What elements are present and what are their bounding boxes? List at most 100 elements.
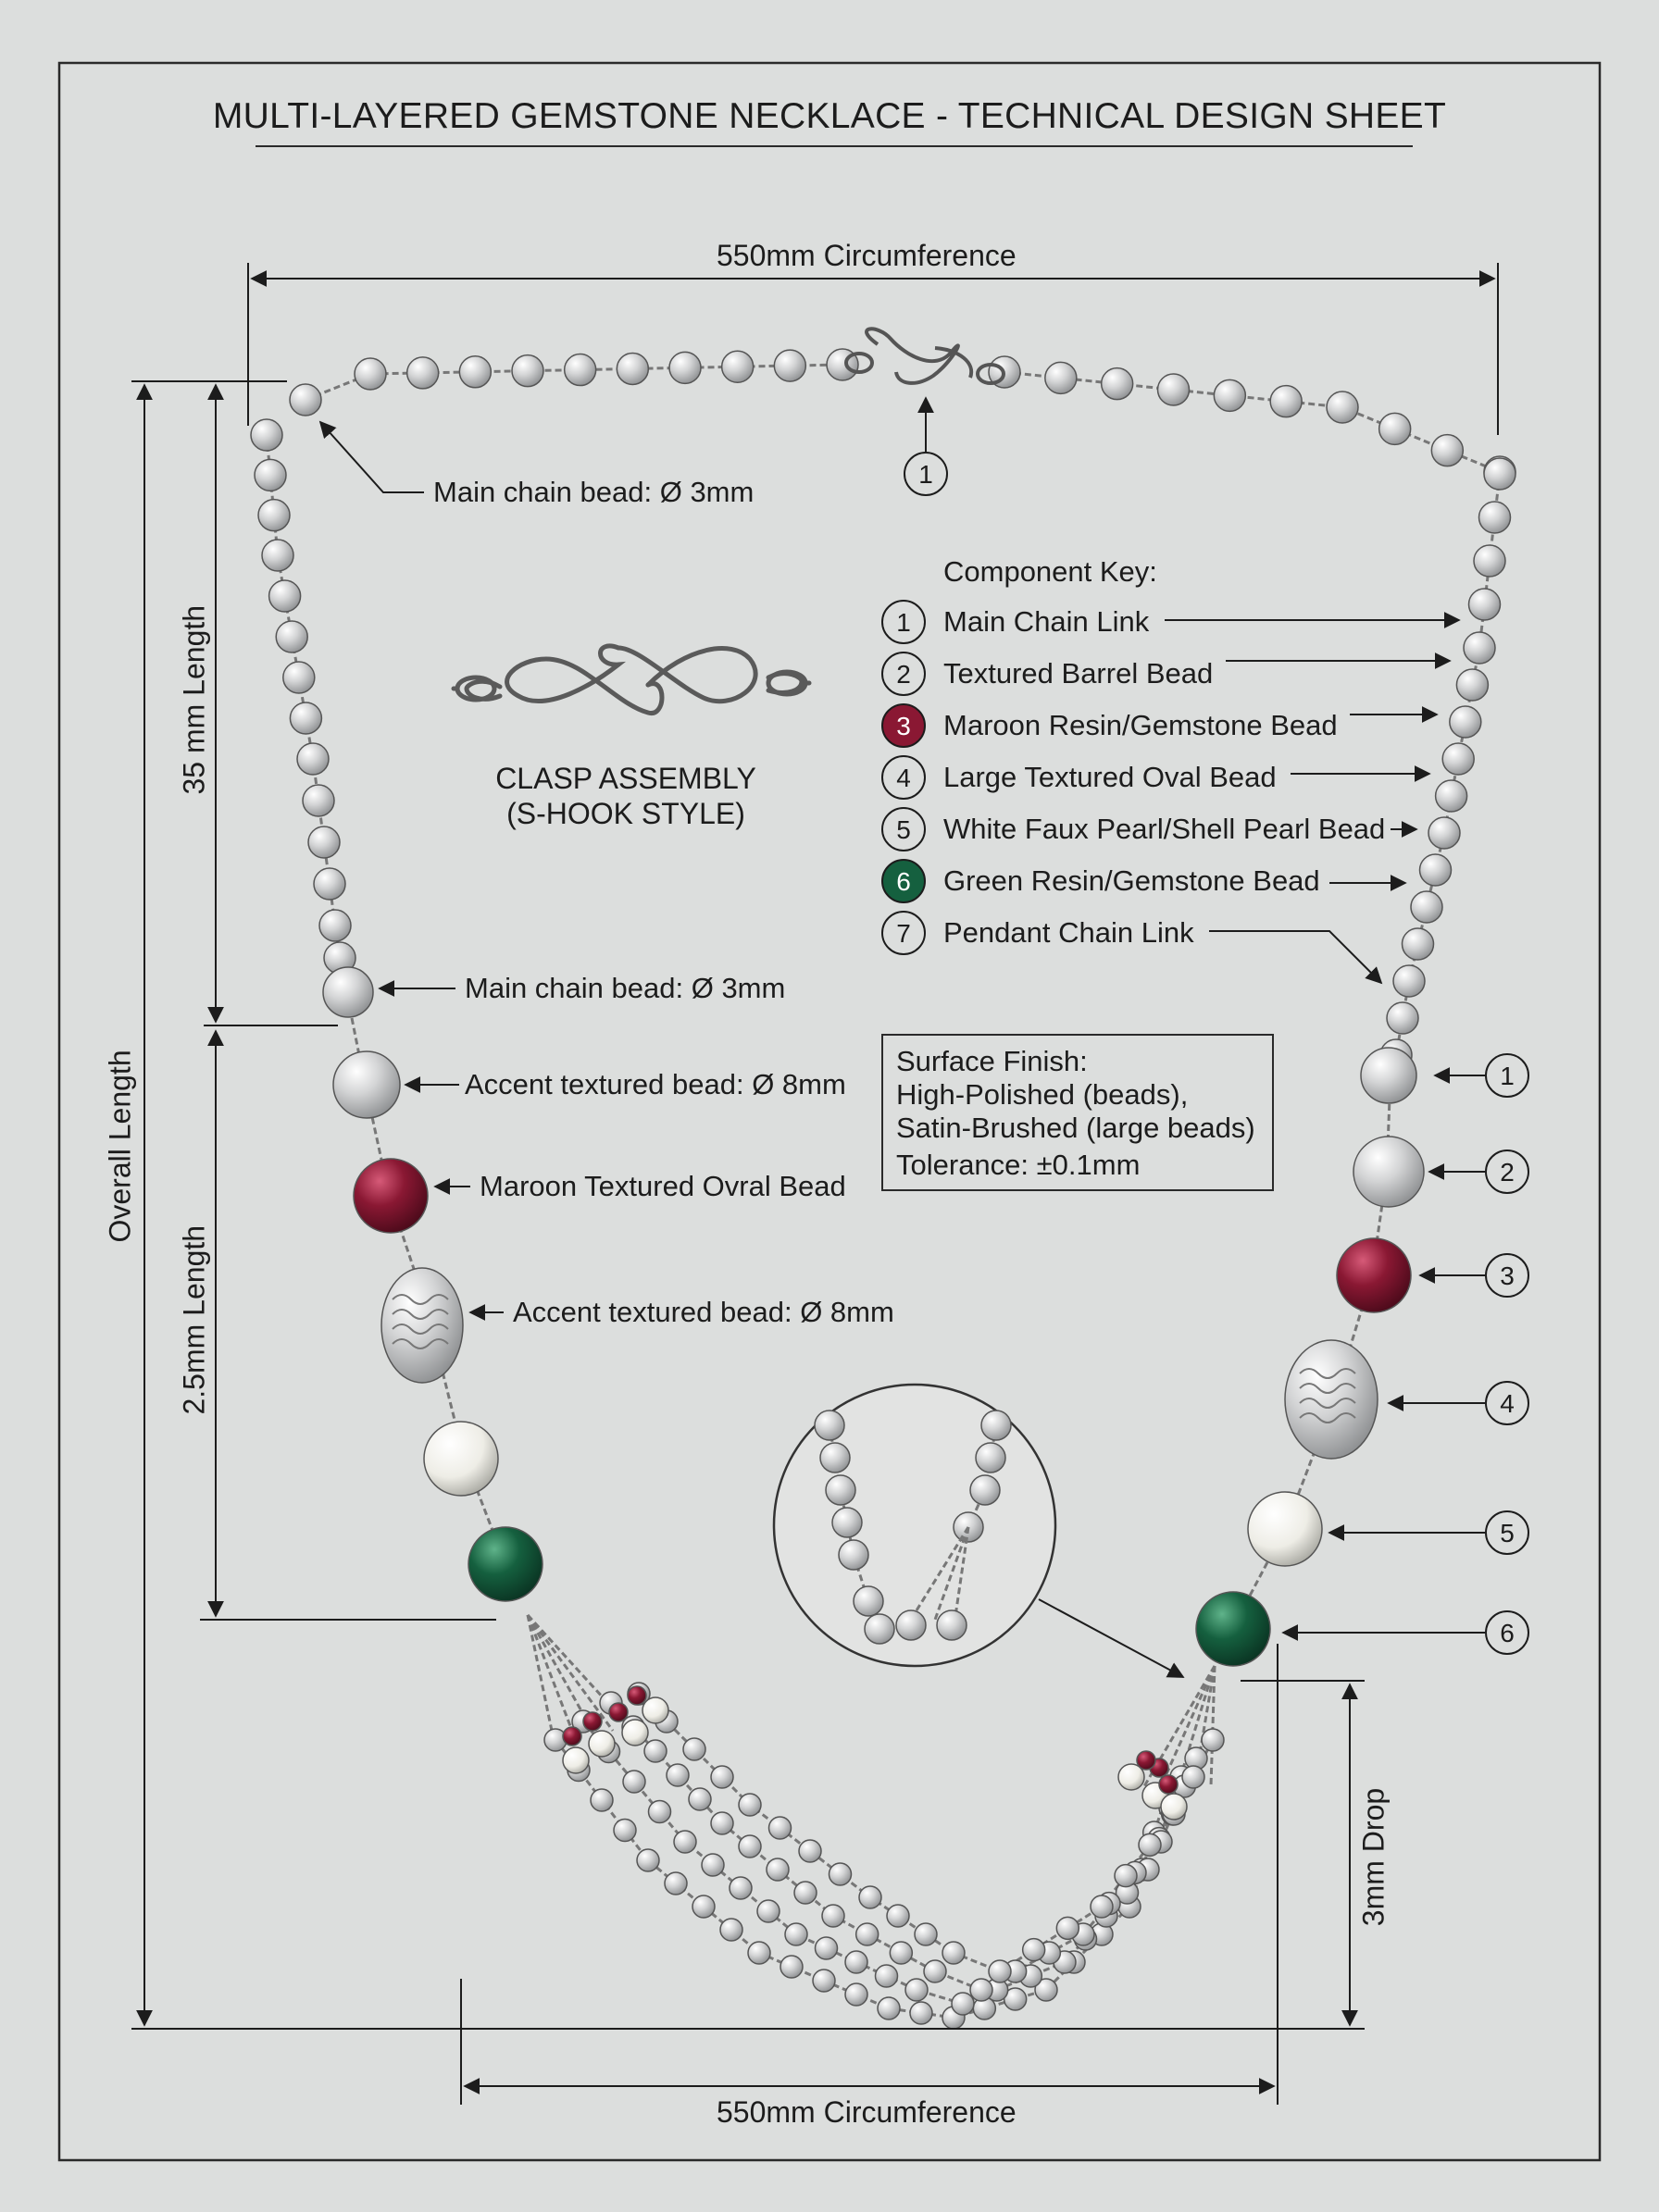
silver-bead <box>904 1978 929 2002</box>
chain-link <box>526 1614 594 1732</box>
side-marker-2: 2 <box>1485 1149 1529 1194</box>
silver-bead <box>1100 367 1134 401</box>
silver-bead <box>1434 779 1468 813</box>
upper-length-label: 35 mm Length <box>177 604 211 795</box>
silver-bead <box>864 1613 895 1645</box>
silver-bead <box>1181 1765 1205 1789</box>
clasp-marker: 1 <box>904 452 948 496</box>
silver-bead <box>664 1871 688 1895</box>
silver-bead <box>1138 1833 1162 1858</box>
silver-bead <box>1090 1895 1114 1919</box>
chain-link <box>933 1526 970 1621</box>
silver-bead <box>302 784 335 817</box>
callout-maroon-bead: Maroon Textured Ovral Bead <box>480 1170 846 1202</box>
silver-bead <box>988 1959 1012 1983</box>
silver-bead <box>844 1950 868 1974</box>
bead-texture <box>392 1323 449 1335</box>
silver-bead <box>405 356 440 390</box>
key-item-2-label: Textured Barrel Bead <box>943 657 1214 690</box>
key-item-7-label: Pendant Chain Link <box>943 916 1194 949</box>
silver-bead <box>563 353 597 387</box>
silver-bead <box>1463 631 1496 665</box>
silver-bead <box>825 1474 856 1506</box>
clasp-caption-line2: (S-HOOK STYLE) <box>506 797 745 830</box>
key-item-5-marker: 5 <box>881 807 926 851</box>
number-circle <box>881 652 926 696</box>
silver-bead <box>767 1816 792 1840</box>
silver-bead <box>909 2001 933 2025</box>
chain-link <box>526 1614 574 1732</box>
chain-link <box>1209 1665 1216 1787</box>
silver-bead <box>780 1955 804 1979</box>
surface-finish-box: Surface Finish: High-Polished (beads), S… <box>881 1034 1274 1191</box>
silver-bead <box>666 1763 690 1787</box>
surface-finish-line4: Tolerance: ±0.1mm <box>896 1149 1141 1181</box>
clasp-caption-line1: CLASP ASSEMBLY <box>495 762 756 795</box>
side-marker-1: 1 <box>1485 1053 1529 1098</box>
silver-bead <box>318 909 352 942</box>
number-circle <box>881 755 926 800</box>
silver-bead <box>647 1799 672 1824</box>
silver-bead <box>1473 544 1506 578</box>
silver-bead <box>1455 668 1490 702</box>
chain-link <box>1004 370 1501 474</box>
maroon-bead <box>1136 1750 1156 1771</box>
component-key-heading: Component Key: <box>943 555 1157 588</box>
top-circumference-label: 550mm Circumference <box>717 239 1017 272</box>
pearl-bead <box>642 1696 669 1724</box>
chain-link <box>915 1526 970 1611</box>
silver-bead <box>458 355 493 389</box>
number-circle <box>881 703 926 748</box>
chain-layer <box>265 363 1502 2019</box>
number-label: 1 <box>918 460 933 489</box>
silver-bead <box>784 1922 808 1946</box>
silver-bead <box>798 1839 822 1863</box>
silver-bead <box>969 1474 1001 1506</box>
number-label: 1 <box>1500 1062 1515 1090</box>
side-marker-6: 6 <box>1485 1610 1529 1655</box>
silver-bead <box>756 1899 780 1923</box>
silver-bead <box>1360 1047 1417 1104</box>
key-item-3-label: Maroon Resin/Gemstone Bead <box>943 709 1338 741</box>
pearl-bead <box>1247 1491 1323 1567</box>
callout-leaders <box>318 396 1485 1641</box>
silver-bead <box>814 1410 845 1441</box>
silver-bead <box>688 1787 712 1811</box>
key-item-5-label: White Faux Pearl/Shell Pearl Bead <box>943 813 1386 845</box>
silver-bead <box>1353 1136 1425 1208</box>
silver-bead <box>322 966 374 1018</box>
silver-bead <box>616 352 650 386</box>
silver-bead <box>858 1885 882 1909</box>
silver-bead <box>613 1818 637 1843</box>
silver-bead <box>1483 457 1516 491</box>
chain-link <box>305 363 843 402</box>
number-circle <box>904 452 948 496</box>
silver-bead <box>275 620 308 653</box>
silver-bead <box>1428 816 1461 850</box>
silver-bead <box>838 1539 869 1571</box>
chain-link <box>526 1614 615 1732</box>
silver-bead <box>673 1830 697 1854</box>
number-label: 3 <box>1500 1261 1515 1290</box>
silver-bead <box>354 357 387 391</box>
silver-bead <box>289 383 322 416</box>
silver-bead <box>1478 501 1512 534</box>
silver-bead <box>332 1050 401 1119</box>
silver-bead <box>250 418 283 452</box>
callout-accent-bead-2: Accent textured bead: Ø 8mm <box>513 1296 894 1328</box>
number-circle <box>1485 1510 1529 1555</box>
number-label: 3 <box>896 712 911 740</box>
silver-bead <box>719 1918 743 1942</box>
number-label: 1 <box>896 608 911 637</box>
number-circle <box>881 807 926 851</box>
number-circle <box>881 911 926 955</box>
silver-bead <box>1156 373 1191 406</box>
number-label: 5 <box>896 815 911 844</box>
callout-main-bead-mid: Main chain bead: Ø 3mm <box>465 972 786 1004</box>
pearl-bead <box>423 1421 499 1497</box>
clasp-assembly-illustration <box>451 643 812 715</box>
silver-bead <box>773 349 807 382</box>
maroon-bead <box>1158 1774 1179 1795</box>
